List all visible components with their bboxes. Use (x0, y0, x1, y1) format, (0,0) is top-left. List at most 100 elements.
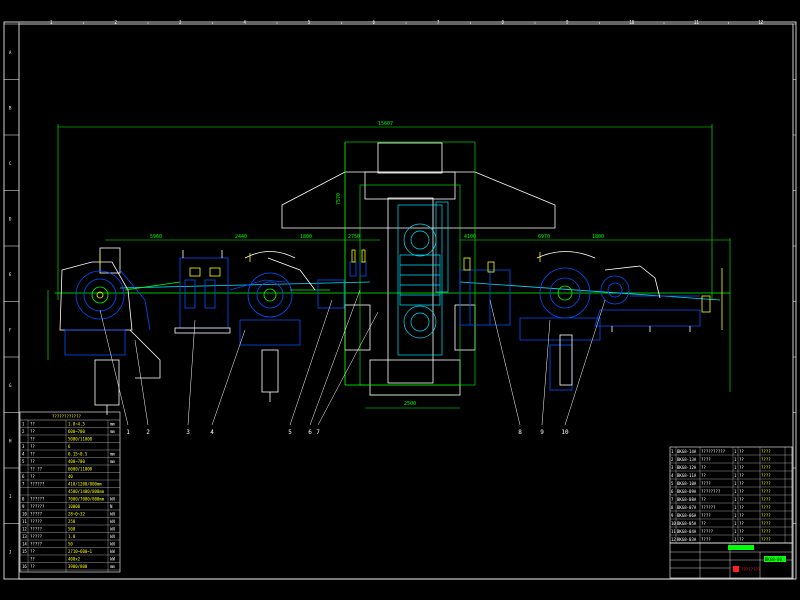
parts-cell: ?? (739, 513, 744, 518)
spec-row-name: ?? (30, 437, 35, 442)
spec-row-unit: kN (110, 497, 115, 502)
spec-row-value: 50 (68, 542, 73, 547)
parts-cell: ?????? (701, 505, 716, 510)
parts-cell: BKG8-05A (677, 521, 697, 526)
spec-row-name: ?? (30, 422, 35, 427)
parts-cell: BKG8-11A (677, 473, 697, 478)
spec-row-value: 3900/800 (68, 564, 88, 569)
spec-row-name: ?? (30, 429, 35, 434)
spec-row-no: 6 (22, 474, 25, 479)
parts-cell: 1 (734, 537, 737, 542)
dim-stand: 7570 (336, 193, 342, 205)
parts-cell: BKG8-09A (677, 489, 697, 494)
spec-row-no: 7 (22, 482, 25, 487)
title-block: BKG8-00 ???????? (669, 542, 793, 579)
spec-row-no: 15 (22, 549, 27, 554)
border-column-label: 9 (566, 20, 569, 25)
parts-cell: 1 (734, 457, 737, 462)
parts-cell: 6 (671, 489, 674, 494)
border-column-label: 5 (308, 20, 311, 25)
spec-row-name: ????? (30, 512, 43, 517)
spec-row-no: 11 (22, 519, 27, 524)
parts-cell: 4 (671, 473, 674, 478)
parts-cell: BKG8-10A (677, 481, 697, 486)
dim-d7: 1800 (592, 234, 604, 240)
spec-row-value: 6000/11000 (68, 467, 93, 472)
parts-cell: 1 (734, 513, 737, 518)
spec-row-unit: kN (110, 542, 115, 547)
parts-cell: ?? (701, 473, 706, 478)
parts-cell: 1 (734, 505, 737, 510)
spec-row-name: ????? (30, 534, 43, 539)
drawing-number: BKG8-00 (765, 557, 782, 562)
border-column-label: 4 (244, 20, 247, 25)
spec-row-value: 0.15~0.5 (68, 452, 88, 457)
parts-cell: ?? (739, 521, 744, 526)
spec-table-title: ???????????? (52, 414, 81, 419)
spec-row-no: 9 (22, 504, 25, 509)
parts-cell: ?? (739, 449, 744, 454)
border-row-label: E (9, 272, 12, 277)
spec-row-no: 2 (22, 429, 25, 434)
parts-cell: ???? (701, 513, 711, 518)
dim-d6: 6970 (538, 234, 550, 240)
spec-row-value: 40 (68, 474, 73, 479)
parts-cell: ?? (739, 529, 744, 534)
parts-cell: 1 (734, 489, 737, 494)
parts-cell: ?? (701, 521, 706, 526)
dim-d5: 4100 (464, 234, 476, 240)
right-exit-equipment (594, 265, 723, 332)
spec-row-no: 5 (22, 459, 25, 464)
spec-row-unit: kN (110, 527, 115, 532)
parts-cell: 2 (671, 457, 674, 462)
parts-cell: ?? (739, 481, 744, 486)
dim-base: 2500 (404, 401, 416, 407)
border-column-label: 7 (437, 20, 440, 25)
parts-cell: ???????? (701, 489, 721, 494)
spec-row-unit: kN (110, 512, 115, 517)
left-uncoiler (59, 247, 181, 415)
spec-row-value: 250 (68, 519, 76, 524)
parts-cell: ???? (761, 473, 771, 478)
parts-cell: 8 (671, 505, 674, 510)
dim-d4: 2750 (348, 234, 360, 240)
spec-row-value: 1.8~4.5 (68, 422, 85, 427)
spec-row-unit: mm (110, 452, 115, 457)
parts-cell: ???? (761, 537, 771, 542)
spec-row-name: ?????? (30, 497, 45, 502)
parts-cell: ???? (761, 481, 771, 486)
border-row-label: A (9, 50, 12, 55)
parts-cell: ???? (761, 513, 771, 518)
left-entry-equipment (174, 250, 286, 334)
callout-label: 7 (316, 429, 320, 436)
parts-cell: BKG8-14A (677, 449, 697, 454)
spec-row-name: ?? (30, 452, 35, 457)
spec-row-value: 600~700 (68, 429, 85, 434)
parts-cell: ???? (761, 457, 771, 462)
spec-row-name: ?? (30, 459, 35, 464)
parts-cell: ?? (739, 537, 744, 542)
spec-row-value: 5000/11000 (68, 437, 93, 442)
parts-cell: ???? (701, 537, 711, 542)
border-row-label: D (9, 216, 12, 221)
border-column-label: 3 (179, 20, 182, 25)
border-row-label: C (9, 161, 12, 166)
parts-cell: ?? (701, 465, 706, 470)
spec-row-unit: kW (110, 549, 115, 554)
border-row-label: J (9, 549, 11, 554)
parts-cell: 7 (671, 497, 674, 502)
parts-cell: BKG8-04A (677, 529, 697, 534)
border-row-label: G (9, 383, 12, 388)
parts-cell: BKG8-12A (677, 465, 697, 470)
border-column-label: 11 (694, 20, 699, 25)
spec-row-no: 16 (22, 564, 27, 569)
spec-row-no: 14 (22, 542, 27, 547)
company-name: ???????? (741, 567, 761, 572)
border-column-label: 12 (758, 20, 763, 25)
spec-row-name: ????? (30, 542, 43, 547)
parts-cell: BKG8-07A (677, 505, 697, 510)
spec-row-value: 2710~600~1 (68, 549, 93, 554)
